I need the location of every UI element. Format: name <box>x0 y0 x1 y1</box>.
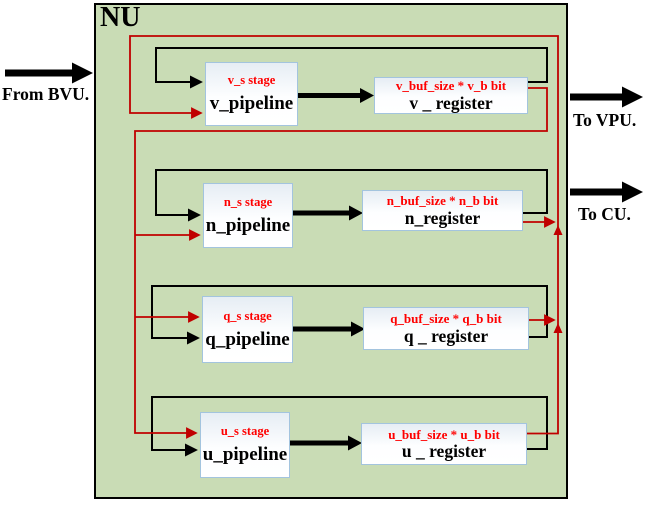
cu-output-arrowhead <box>622 181 643 203</box>
vpu-output-arrowhead <box>622 86 643 108</box>
n-pipeline-label: n_pipeline <box>205 214 291 236</box>
n-size-label: n_buf_size * n_b bit <box>386 193 499 209</box>
input-arrowhead <box>72 62 93 84</box>
u-register-label: u _ register <box>401 441 487 462</box>
v-pipeline-label: v_pipeline <box>209 93 294 115</box>
v-register-box: v_buf_size * v_b bit v _ register <box>374 77 528 114</box>
q-pipeline-label: q_pipeline <box>205 328 290 350</box>
q-size-label: q_buf_size * q_b bit <box>390 311 502 327</box>
cu-output-label: To CU. <box>578 204 631 224</box>
q-stage-label: q_s stage <box>223 308 272 323</box>
n-pipeline-box: n_s stage n_pipeline <box>203 183 293 248</box>
u-pipeline-box: u_s stage u_pipeline <box>200 412 290 478</box>
u-stage-label: u_s stage <box>220 424 270 439</box>
v-register-label: v _ register <box>409 92 493 113</box>
v-stage-label: v_s stage <box>227 73 276 88</box>
vpu-output-label: To VPU. <box>573 110 637 130</box>
n-register-label: n_register <box>404 207 481 228</box>
n-stage-label: n_s stage <box>223 194 273 209</box>
v-pipeline-box: v_s stage v_pipeline <box>205 62 298 126</box>
u-size-label: u_buf_size * u_b bit <box>388 426 500 442</box>
u-register-box: u_buf_size * u_b bit u _ register <box>361 423 527 465</box>
q-register-label: q _ register <box>403 325 489 346</box>
n-register-box: n_buf_size * n_b bit n_register <box>362 190 523 231</box>
v-size-label: v_buf_size * v_b bit <box>395 78 507 94</box>
nu-title: NU <box>100 2 141 33</box>
q-pipeline-box: q_s stage q_pipeline <box>202 296 293 363</box>
q-register-box: q_buf_size * q_b bit q _ register <box>363 307 529 350</box>
input-label: From BVU. <box>2 84 90 104</box>
u-pipeline-label: u_pipeline <box>202 444 288 466</box>
